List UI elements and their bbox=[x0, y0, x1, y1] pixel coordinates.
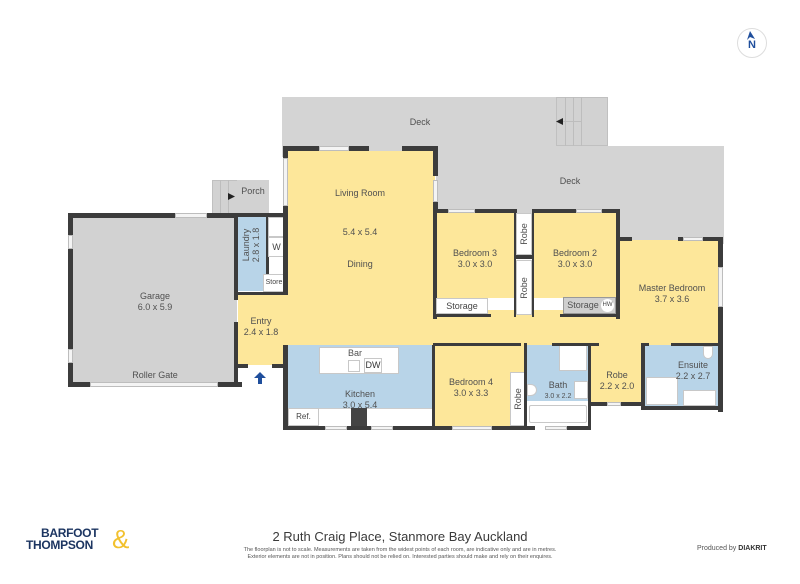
north-arrow-icon bbox=[747, 31, 755, 40]
bar-label: Bar bbox=[347, 348, 362, 358]
bedroom-3-size: 3.0 x 3.0 bbox=[457, 259, 493, 269]
porch-arrow-icon bbox=[228, 193, 235, 200]
compass-label: N bbox=[748, 39, 756, 51]
ensuite-shower bbox=[646, 377, 678, 405]
bedroom-3 bbox=[436, 212, 514, 298]
master-robe-size: 2.2 x 2.0 bbox=[599, 381, 635, 391]
living-room-label: Living Room bbox=[320, 188, 400, 199]
bath-toilet bbox=[527, 384, 537, 396]
master-bedroom-size: 3.7 x 3.6 bbox=[654, 294, 690, 304]
living-room-name: Living Room bbox=[334, 188, 386, 198]
living-room-size: 5.4 x 5.4 bbox=[342, 227, 378, 237]
brand-logo: BARFOOT THOMPSON & bbox=[26, 524, 138, 557]
deck-lower-label: Deck bbox=[559, 176, 581, 186]
produced-by-label: Produced by bbox=[697, 545, 737, 552]
brand-ampersand: & bbox=[112, 524, 130, 554]
master-bedroom bbox=[620, 240, 718, 345]
hot-water-badge: HW bbox=[601, 299, 614, 312]
laundry-store: Store bbox=[263, 274, 285, 292]
entry-label: Entry 2.4 x 1.8 bbox=[240, 316, 282, 338]
bedroom-2 bbox=[534, 212, 616, 298]
bath-label: Bath 3.0 x 2.2 bbox=[538, 380, 578, 402]
bathtub bbox=[529, 405, 587, 423]
bedroom-3-name: Bedroom 3 bbox=[452, 248, 498, 258]
entry bbox=[238, 295, 288, 365]
bath-name: Bath bbox=[548, 380, 568, 390]
producer-name: DIAKRIT bbox=[738, 545, 767, 552]
cooktop bbox=[351, 408, 367, 426]
master-robe bbox=[591, 345, 643, 402]
ensuite-toilet bbox=[703, 346, 713, 359]
ensuite-vanity bbox=[683, 390, 716, 406]
bedroom-4-robe-label: Robe bbox=[513, 388, 523, 410]
dishwasher: DW bbox=[364, 358, 382, 373]
bedroom-2-name: Bedroom 2 bbox=[552, 248, 598, 258]
washer: W bbox=[268, 237, 285, 257]
bath-size: 3.0 x 2.2 bbox=[544, 393, 572, 400]
garage-name: Garage bbox=[139, 291, 171, 301]
producer-credit: Produced by DIAKRIT bbox=[697, 545, 767, 552]
porch bbox=[237, 180, 269, 214]
storage-hw-label: Storage bbox=[567, 300, 599, 310]
robe-upper-label: Robe bbox=[519, 223, 529, 245]
entry-name: Entry bbox=[250, 316, 272, 326]
garage-size: 6.0 x 5.9 bbox=[137, 302, 173, 312]
robe-lower-label: Robe bbox=[519, 277, 529, 299]
kitchen-sink bbox=[348, 360, 360, 372]
shower bbox=[559, 345, 587, 371]
bedroom-4-name: Bedroom 4 bbox=[448, 377, 494, 387]
bedroom-3-storage: Storage bbox=[436, 298, 488, 314]
porch-label: Porch bbox=[241, 186, 265, 196]
roller-gate-label: Roller Gate bbox=[132, 370, 178, 380]
bedroom-3-label: Bedroom 3 3.0 x 3.0 bbox=[450, 248, 500, 270]
kitchen-size: 3.0 x 5.4 bbox=[342, 400, 378, 410]
disclaimer-line-1: The floorplan is not to scale. Measureme… bbox=[243, 547, 557, 553]
kitchen-label: Kitchen 3.0 x 5.4 bbox=[335, 389, 385, 411]
laundry-label: Laundry 2.8 x 1.8 bbox=[241, 227, 261, 263]
garage-label: Garage 6.0 x 5.9 bbox=[130, 291, 180, 313]
garage bbox=[72, 216, 237, 384]
property-address: 2 Ruth Craig Place, Stanmore Bay Aucklan… bbox=[272, 529, 528, 544]
compass: N bbox=[737, 28, 767, 58]
robe-lower bbox=[516, 260, 532, 315]
bedroom-4-size: 3.0 x 3.3 bbox=[453, 388, 489, 398]
master-bedroom-label: Master Bedroom 3.7 x 3.6 bbox=[628, 283, 716, 305]
disclaimer-line-2: Exterior elements are not in position. P… bbox=[247, 554, 553, 560]
master-robe-name: Robe bbox=[606, 370, 628, 380]
kitchen-name: Kitchen bbox=[344, 389, 376, 399]
entrance-arrow-icon bbox=[254, 372, 266, 384]
bedroom-2-label: Bedroom 2 3.0 x 3.0 bbox=[550, 248, 600, 270]
ensuite-label: Ensuite 2.2 x 2.7 bbox=[671, 360, 715, 382]
ensuite-size: 2.2 x 2.7 bbox=[675, 371, 711, 381]
brand-line-2: THOMPSON bbox=[26, 538, 93, 552]
bath-vanity bbox=[574, 381, 588, 399]
ensuite-name: Ensuite bbox=[677, 360, 709, 370]
bedroom-2-size: 3.0 x 3.0 bbox=[557, 259, 593, 269]
fridge: Ref. bbox=[288, 408, 319, 426]
master-robe-label: Robe 2.2 x 2.0 bbox=[595, 370, 639, 392]
robe-upper bbox=[516, 213, 532, 255]
deck-right-strip bbox=[608, 146, 724, 244]
brand-line-1: BARFOOT bbox=[41, 526, 99, 540]
dining-label: Dining bbox=[347, 259, 373, 269]
master-bedroom-name: Master Bedroom bbox=[638, 283, 706, 293]
entry-size: 2.4 x 1.8 bbox=[243, 327, 279, 337]
bedroom-4-label: Bedroom 4 3.0 x 3.3 bbox=[445, 377, 497, 399]
deck-upper-label: Deck bbox=[409, 117, 431, 127]
stairs-arrow-icon bbox=[556, 118, 563, 125]
